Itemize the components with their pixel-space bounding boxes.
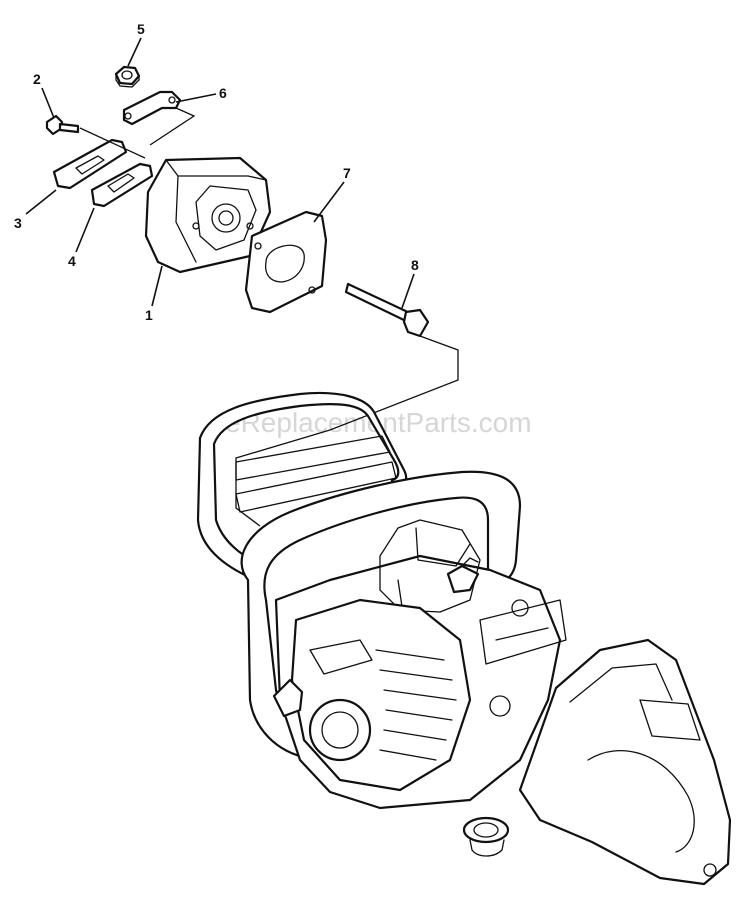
- exhaust-gasket-part: [244, 210, 328, 314]
- bracket-part: [122, 90, 182, 126]
- callout-5: 5: [137, 21, 145, 37]
- muffler-part: [144, 156, 272, 274]
- chainsaw-body: [196, 391, 732, 886]
- muffler-plate-part: [52, 138, 128, 190]
- callout-4: 4: [68, 253, 76, 269]
- callout-6: 6: [219, 85, 227, 101]
- callout-1: 1: [145, 307, 153, 323]
- leader-lines: [25, 37, 415, 309]
- stud-bolt-part: [344, 282, 430, 338]
- bolt-part: [45, 114, 80, 136]
- muffler-gasket-part: [90, 162, 154, 208]
- nut-part: [114, 65, 141, 88]
- guide-line-lower: [235, 335, 459, 527]
- callout-7: 7: [343, 165, 351, 181]
- callout-2: 2: [33, 71, 41, 87]
- guide-line-upper: [79, 107, 196, 159]
- callout-3: 3: [14, 215, 22, 231]
- callout-8: 8: [411, 257, 419, 273]
